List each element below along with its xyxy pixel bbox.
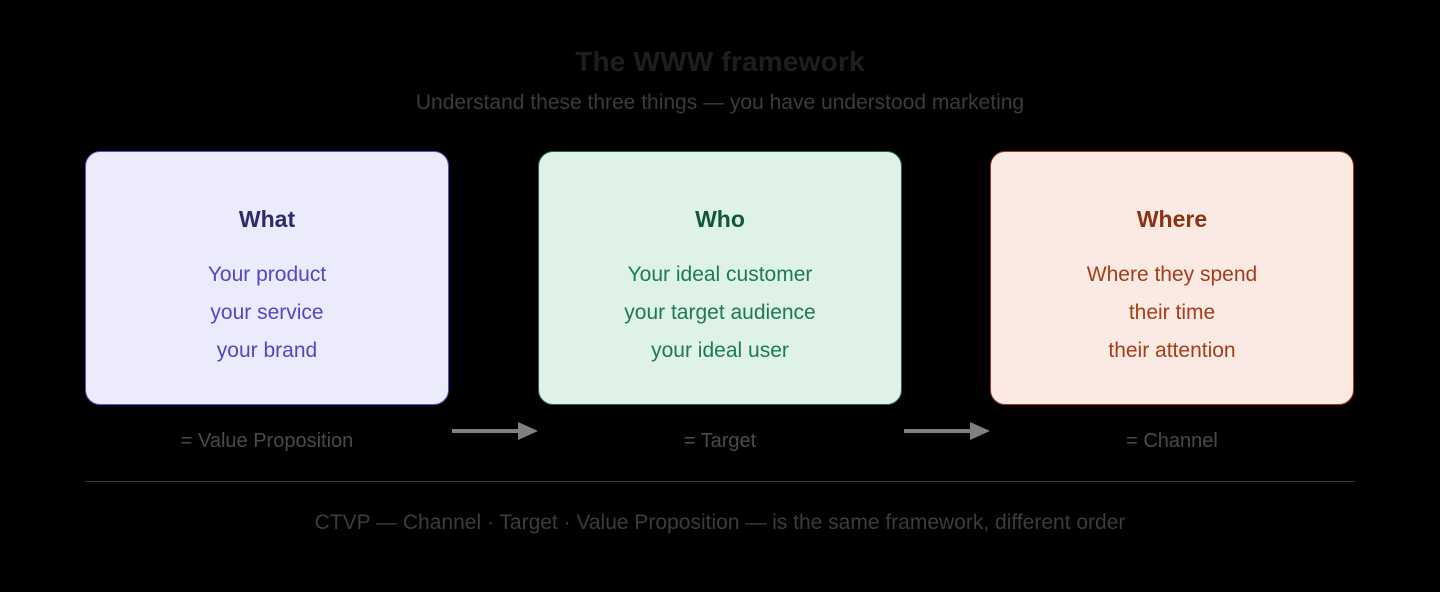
step-title-who: Who [695, 206, 745, 232]
caption-value-proposition: = Value Proposition [180, 430, 354, 452]
step-line-2: your service [210, 301, 324, 324]
step-title-what: What [238, 206, 296, 232]
arrow-right-icon [904, 422, 990, 440]
diagram-title: The WWW framework [575, 46, 865, 77]
caption-target: = Target [683, 430, 757, 452]
step-card-what[interactable]: What Your product your service your bran… [85, 151, 449, 405]
step-body-where: Where they spend their time their attent… [1087, 256, 1257, 370]
step-line-3: your brand [216, 339, 318, 362]
step-line-2: their time [1128, 301, 1216, 324]
step-title-where: Where [1136, 206, 1208, 232]
captions-row: = Value Proposition = Target = Channel [0, 430, 1440, 460]
caption-channel: = Channel [1126, 430, 1218, 452]
step-line-3: your ideal user [651, 339, 789, 362]
footer-divider [85, 481, 1355, 482]
step-body-what: Your product your service your brand [208, 256, 326, 370]
diagram-subtitle: Understand these three things — you have… [415, 91, 1025, 114]
step-card-who[interactable]: Who Your ideal customer your target audi… [538, 151, 902, 405]
steps-row: What Your product your service your bran… [0, 151, 1440, 440]
step-line-1: Your ideal customer [627, 263, 813, 286]
footer-note: CTVP — Channel · Target · Value Proposit… [314, 511, 1126, 534]
step-body-who: Your ideal customer your target audience… [624, 256, 815, 370]
step-line-3: their attention [1108, 339, 1236, 362]
step-card-where[interactable]: Where Where they spend their time their … [990, 151, 1354, 405]
step-line-2: your target audience [624, 301, 816, 324]
step-line-1: Your product [207, 263, 327, 286]
arrow-right-icon [452, 422, 538, 440]
step-line-1: Where they spend [1086, 263, 1258, 286]
